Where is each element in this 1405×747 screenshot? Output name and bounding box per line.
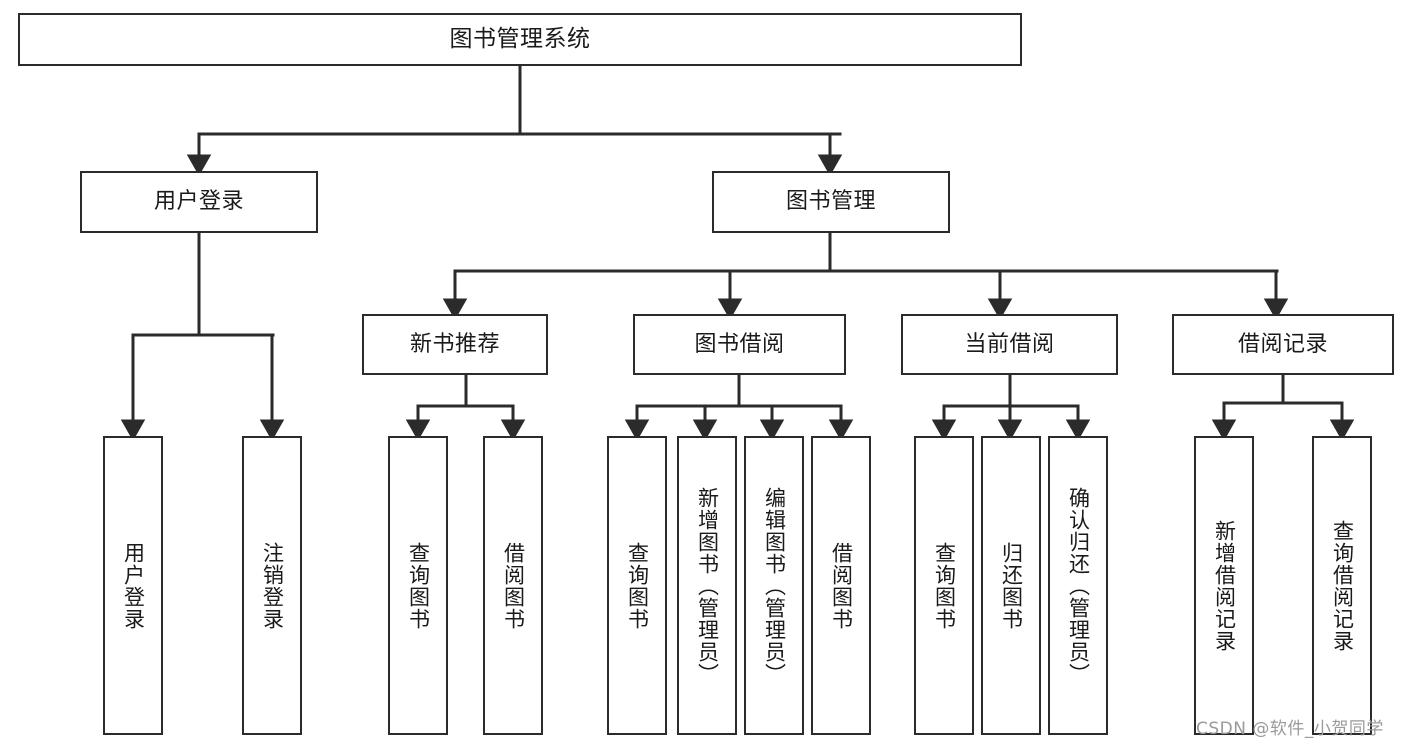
node-label: 用户登录 bbox=[121, 541, 146, 630]
node-label: 新增借阅记录 bbox=[1212, 519, 1237, 652]
watermark-text: CSDN @软件_小贺同学 bbox=[1196, 719, 1384, 739]
node-leaf-return-book[interactable]: 归还图书 bbox=[981, 436, 1041, 735]
node-current-borrow[interactable]: 当前借阅 bbox=[901, 314, 1118, 375]
node-label: 编辑图书（管理员） bbox=[762, 486, 787, 685]
node-label: 借阅图书 bbox=[501, 541, 526, 630]
node-leaf-borrow-book-2[interactable]: 借阅图书 bbox=[811, 436, 871, 735]
node-leaf-add-book[interactable]: 新增图书（管理员） bbox=[677, 436, 737, 735]
node-book-borrow[interactable]: 图书借阅 bbox=[633, 314, 846, 375]
node-label: 查询图书 bbox=[406, 541, 431, 630]
node-label: 图书借阅 bbox=[694, 331, 785, 357]
node-label: 新增图书（管理员） bbox=[695, 486, 720, 685]
node-label: 图书管理系统 bbox=[449, 26, 591, 53]
node-label: 新书推荐 bbox=[409, 331, 500, 357]
node-leaf-confirm-return[interactable]: 确认归还（管理员） bbox=[1048, 436, 1108, 735]
node-label: 用户登录 bbox=[153, 189, 244, 215]
node-leaf-query-book-3[interactable]: 查询图书 bbox=[914, 436, 974, 735]
node-label: 确认归还（管理员） bbox=[1066, 486, 1091, 685]
node-leaf-edit-book[interactable]: 编辑图书（管理员） bbox=[744, 436, 804, 735]
node-label: 借阅图书 bbox=[829, 541, 854, 630]
node-book-manage[interactable]: 图书管理 bbox=[712, 171, 950, 233]
node-label: 当前借阅 bbox=[964, 331, 1055, 357]
node-borrow-record[interactable]: 借阅记录 bbox=[1172, 314, 1394, 375]
node-leaf-add-borrow-record[interactable]: 新增借阅记录 bbox=[1194, 436, 1254, 735]
node-leaf-borrow-book-1[interactable]: 借阅图书 bbox=[483, 436, 543, 735]
node-label: 借阅记录 bbox=[1237, 331, 1328, 357]
node-label: 注销登录 bbox=[260, 541, 285, 630]
node-label: 归还图书 bbox=[999, 541, 1024, 630]
node-leaf-query-book-2[interactable]: 查询图书 bbox=[607, 436, 667, 735]
node-label: 图书管理 bbox=[785, 189, 876, 215]
node-leaf-query-borrow-record[interactable]: 查询借阅记录 bbox=[1312, 436, 1372, 735]
node-leaf-logout-login[interactable]: 注销登录 bbox=[242, 436, 302, 735]
node-leaf-query-book-1[interactable]: 查询图书 bbox=[388, 436, 448, 735]
node-label: 查询图书 bbox=[932, 541, 957, 630]
node-root-system[interactable]: 图书管理系统 bbox=[18, 13, 1022, 66]
node-label: 查询借阅记录 bbox=[1330, 519, 1355, 652]
node-new-book-recommend[interactable]: 新书推荐 bbox=[362, 314, 548, 375]
node-label: 查询图书 bbox=[625, 541, 650, 630]
node-user-login[interactable]: 用户登录 bbox=[80, 171, 318, 233]
node-leaf-user-login[interactable]: 用户登录 bbox=[103, 436, 163, 735]
